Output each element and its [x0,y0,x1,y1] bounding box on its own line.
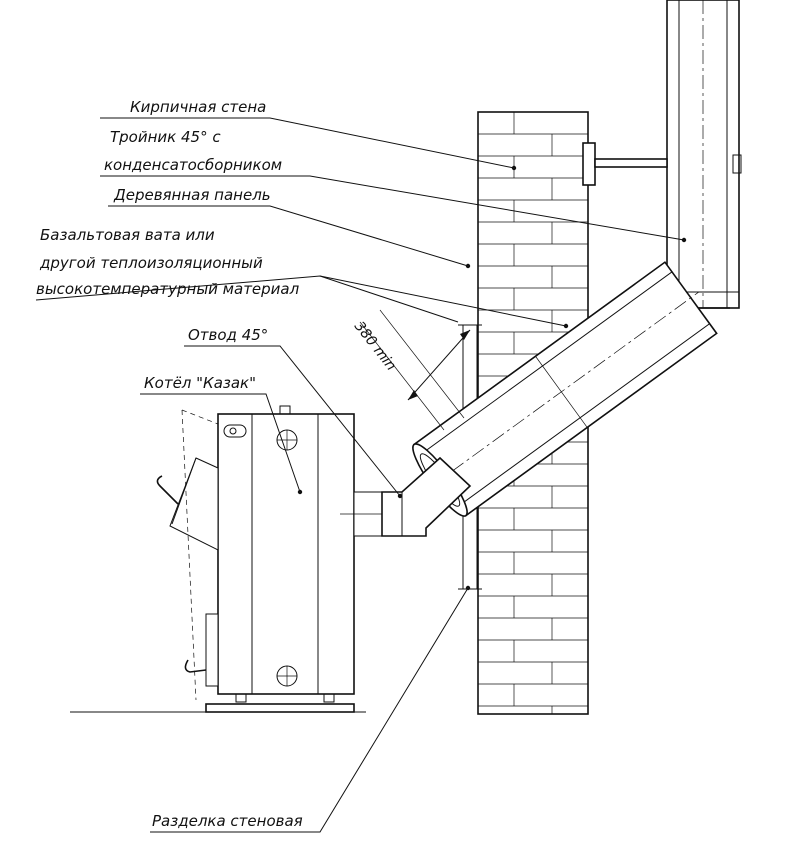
label-boiler: Котёл "Казак" [144,374,256,392]
label-insulation-line1: Базальтовая вата или [40,226,215,244]
vertical-chimney-pipe [666,0,740,309]
elbow-45 [340,456,472,537]
label-tee-line2: конденсатосборником [104,156,282,174]
label-wood-panel: Деревянная панель [113,186,271,204]
label-insulation-line2: другой теплоизоляционный [39,254,263,272]
dimension-clearance-text: 380 min [351,319,399,374]
dimension-380: 380 min [351,309,471,431]
leader-lines [35,117,687,833]
label-insulation-line3: высокотемпературный материал [36,280,300,298]
wall-bracket [582,142,742,186]
label-tee-line1: Тройник 45° с [110,128,221,146]
boiler [156,405,355,713]
label-elbow: Отвод 45° [188,326,268,344]
label-wall-cut: Разделка стеновая [152,812,303,830]
label-brick-wall: Кирпичная стена [130,98,266,116]
